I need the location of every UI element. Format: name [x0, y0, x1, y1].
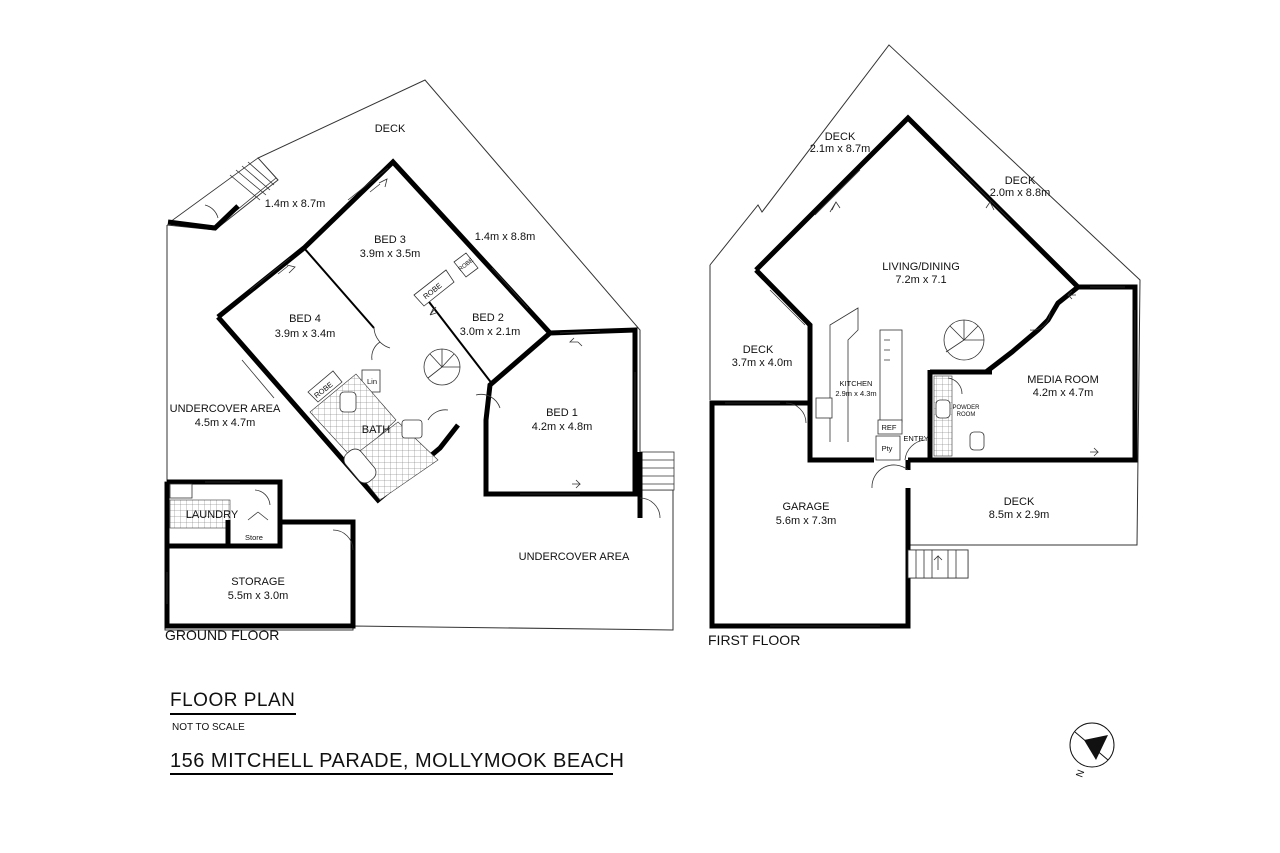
label-first-floor: FIRST FLOOR	[708, 632, 800, 648]
label-deck-c: DECK	[743, 344, 774, 356]
label-undercover-bottom: UNDERCOVER AREA	[519, 551, 630, 563]
property-address: 156 MITCHELL PARADE, MOLLYMOOK BEACH	[170, 750, 625, 772]
label-bed4-dim: 3.9m x 3.4m	[275, 328, 336, 340]
label-deck-d-dim: 8.5m x 2.9m	[989, 509, 1050, 521]
label-bed3-dim: 3.9m x 3.5m	[360, 248, 421, 260]
address-underline	[170, 773, 613, 775]
label-living-dim: 7.2m x 7.1	[895, 274, 946, 286]
label-living: LIVING/DINING	[882, 261, 960, 273]
label-lin: Lin	[367, 377, 377, 386]
label-kitchen: KITCHEN	[840, 379, 873, 388]
label-media: MEDIA ROOM	[1027, 374, 1099, 386]
label-powder-2: ROOM	[957, 412, 976, 418]
label-storage-dim: 5.5m x 3.0m	[228, 590, 289, 602]
stairs-ground-right	[637, 451, 675, 519]
label-deck-b: DECK	[1005, 175, 1036, 187]
label-bed4: BED 4	[289, 313, 321, 325]
label-garage: GARAGE	[782, 501, 829, 513]
label-powder-1: POWDER	[953, 405, 981, 411]
label-kitchen-dim: 2.9m x 4.3m	[835, 389, 876, 398]
label-bed2: BED 2	[472, 312, 504, 324]
label-bed3: BED 3	[374, 234, 406, 246]
label-deck-d: DECK	[1004, 496, 1035, 508]
label-bed1: BED 1	[546, 407, 578, 419]
compass-rose	[1069, 722, 1115, 768]
bedroom-wing-walls	[216, 158, 638, 504]
label-garage-dim: 5.6m x 7.3m	[776, 515, 837, 527]
first-site-outline	[709, 44, 1141, 579]
label-deck-c-dim: 3.7m x 4.0m	[732, 357, 793, 369]
label-ref: REF	[882, 423, 897, 432]
compass-north-label: N	[1074, 768, 1087, 779]
label-undercover-left-dim: 4.5m x 4.7m	[195, 417, 256, 429]
first-floor-labels: DECK 2.1m x 8.7m DECK 2.0m x 8.8m LIVING…	[708, 131, 1099, 648]
label-deck-a-dim: 2.1m x 8.7m	[810, 143, 871, 155]
label-pty: Pty	[882, 444, 893, 453]
plan-title-underline	[170, 713, 296, 715]
label-media-dim: 4.2m x 4.7m	[1033, 387, 1094, 399]
label-deck-left-dim: 1.4m x 8.7m	[265, 198, 326, 210]
plan-title: FLOOR PLAN	[170, 690, 296, 711]
label-storage: STORAGE	[231, 576, 285, 588]
label-laundry: LAUNDRY	[186, 509, 239, 521]
service-rooms-walls	[164, 479, 356, 629]
scale-note: NOT TO SCALE	[172, 722, 245, 733]
label-bed1-dim: 4.2m x 4.8m	[532, 421, 593, 433]
label-store: Store	[245, 533, 263, 542]
label-entry: ENTRY	[903, 434, 928, 443]
label-deck-a: DECK	[825, 131, 856, 143]
label-bath: BATH	[362, 424, 391, 436]
ground-floor-plan	[164, 79, 675, 631]
label-ground-floor: GROUND FLOOR	[165, 627, 279, 643]
first-floor-plan	[709, 44, 1141, 629]
label-deck-b-dim: 2.0m x 8.8m	[990, 187, 1051, 199]
label-bed2-dim: 3.0m x 2.1m	[460, 326, 521, 338]
label-undercover-left: UNDERCOVER AREA	[170, 403, 281, 415]
label-deck-top: DECK	[375, 123, 406, 135]
deck-stairs-ground	[167, 157, 277, 231]
label-deck-right-dim: 1.4m x 8.8m	[475, 231, 536, 243]
